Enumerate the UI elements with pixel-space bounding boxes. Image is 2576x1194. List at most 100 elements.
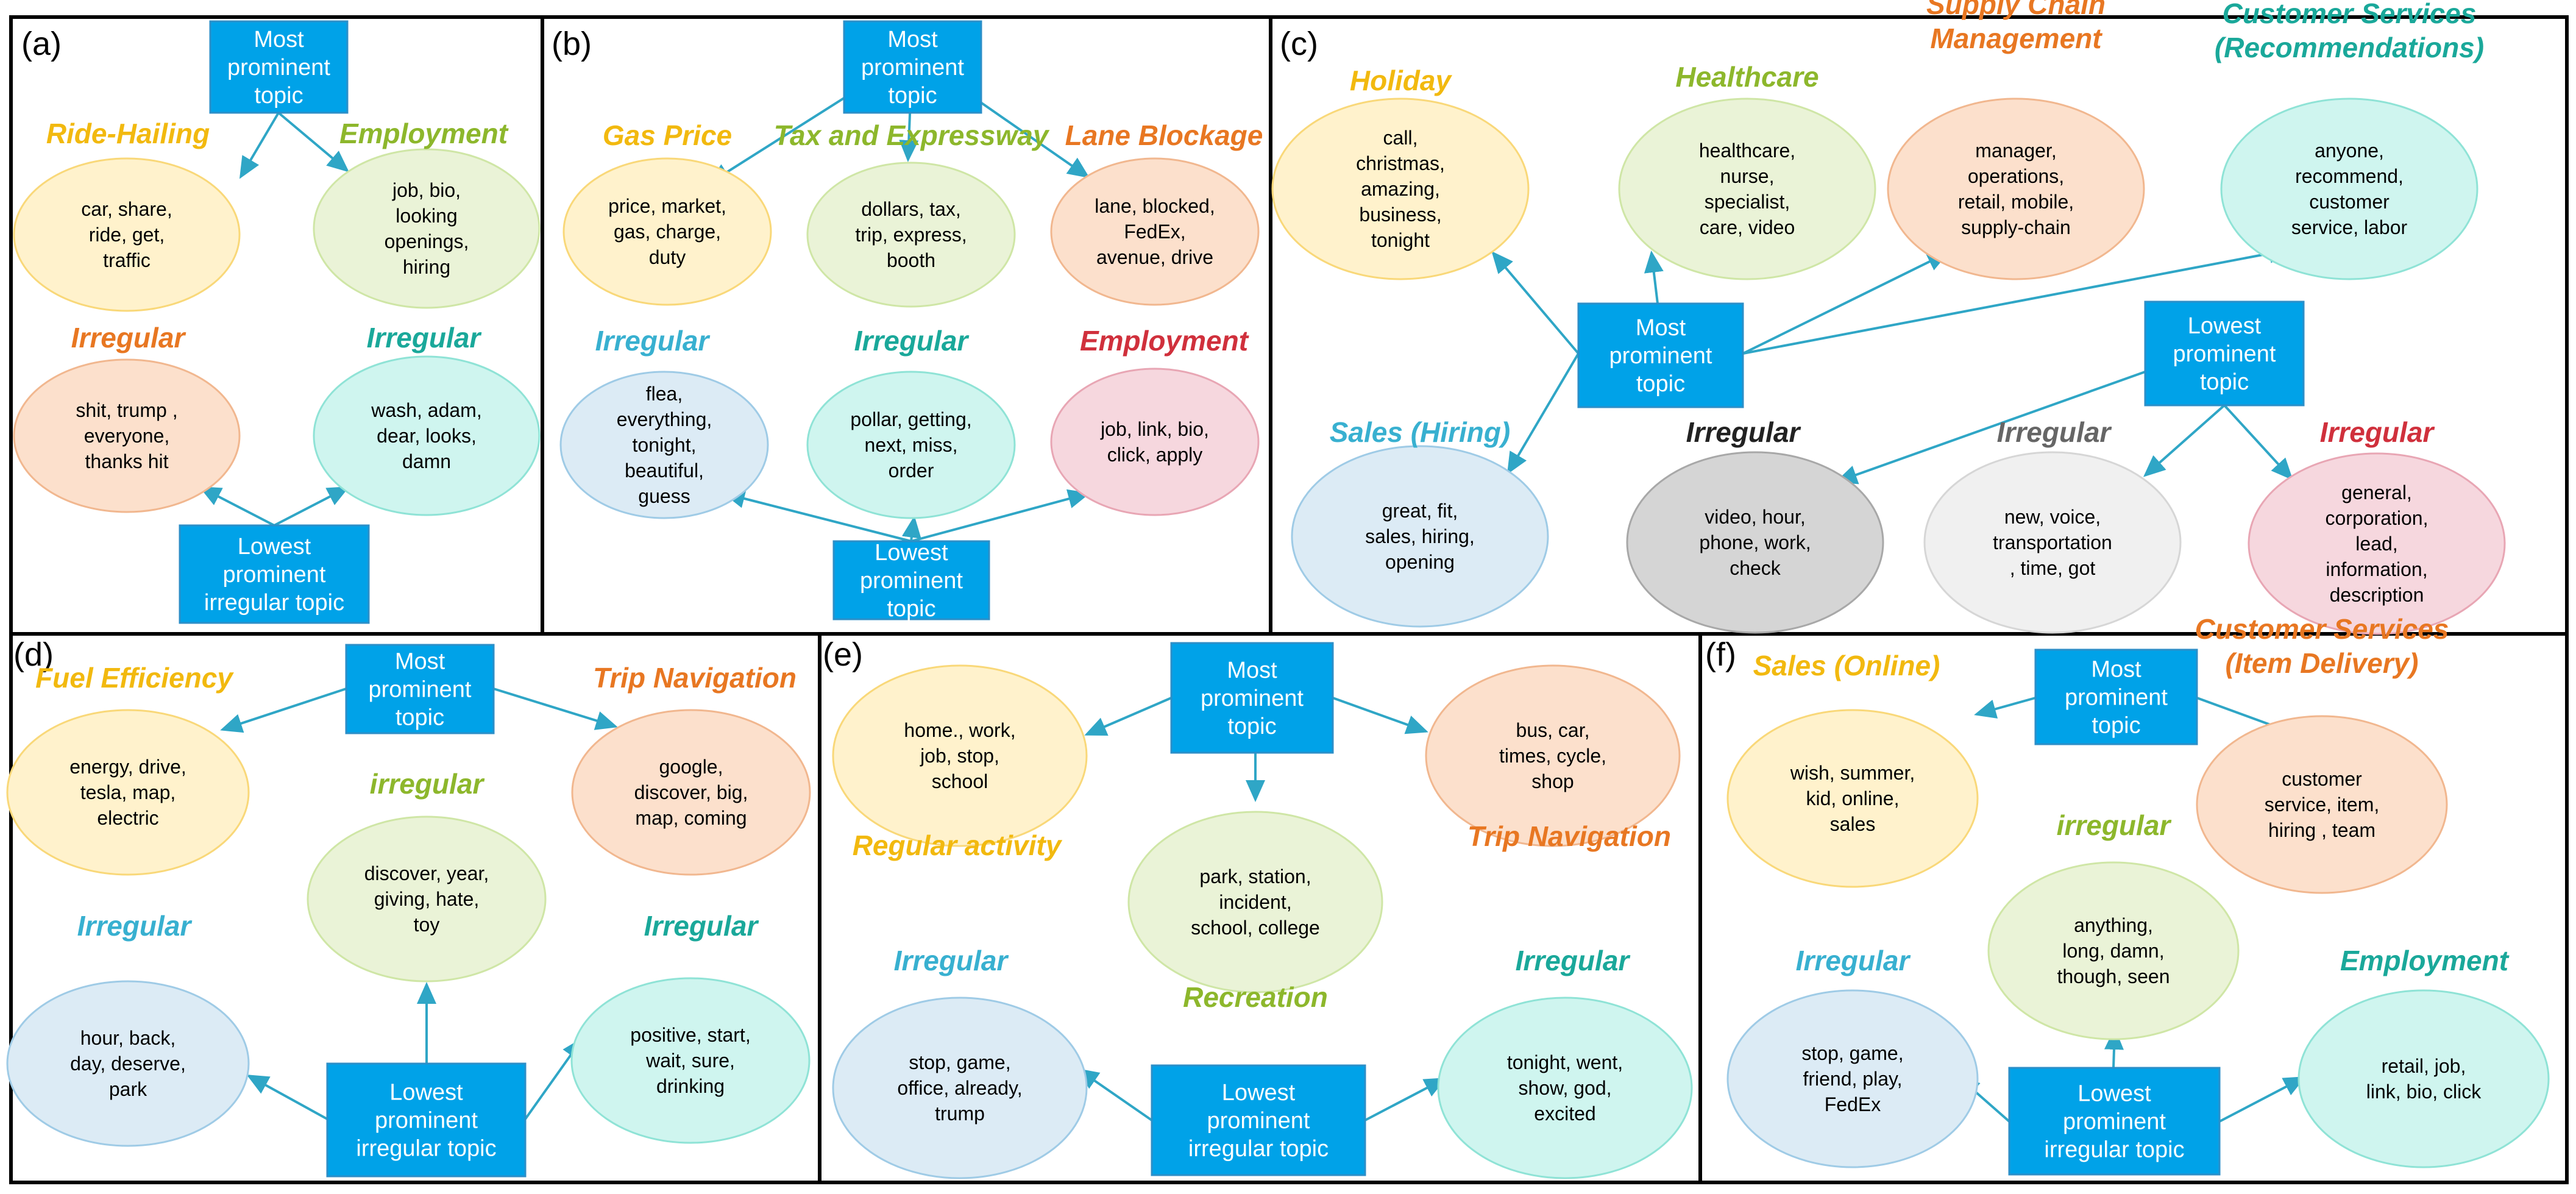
topic-ellipse <box>1291 445 1549 628</box>
panel-label: (f) <box>1705 636 1736 673</box>
panel-label: (a) <box>21 26 62 62</box>
topic-keywords: anything,long, damn,though, seen <box>2057 914 2170 987</box>
topic-ellipse <box>832 997 1088 1179</box>
topic-keywords: bus, car,times, cycle,shop <box>1499 719 1606 792</box>
topic-keywords: new, voice,transportation, time, got <box>1993 506 2112 579</box>
connector-arrow <box>1506 352 1580 475</box>
topic-keywords: park, station,incident,school, college <box>1191 865 1320 939</box>
topic-ellipse <box>13 157 241 312</box>
topic-title: Irregular <box>2320 416 2435 448</box>
topic-ellipse <box>832 664 1088 847</box>
topic-keywords: stop, game,office, already,trump <box>897 1051 1022 1125</box>
topic-keywords: pollar, getting,next, miss,order <box>850 408 971 482</box>
topic-title: Customer Services(Recommendations) <box>2215 0 2484 63</box>
topic-keywords: wish, summer,kid, online,sales <box>1790 762 1915 835</box>
topic-keywords: lane, blocked,FedEx,avenue, drive <box>1095 195 1215 268</box>
connector-arrow <box>1084 697 1172 736</box>
connector-arrow <box>2219 1076 2306 1123</box>
topic-keywords: general,corporation,lead,information,des… <box>2326 482 2429 606</box>
topic-title: Trip Navigation <box>593 662 797 694</box>
topic-node: Irregular wash, adam,dear, looks,damn <box>313 322 541 516</box>
topic-ellipse <box>6 709 250 876</box>
connector-arrow <box>220 688 347 733</box>
topic-title: Sales (Hiring) <box>1330 416 1511 448</box>
topic-keywords: energy, drive,tesla, map,electric <box>69 756 186 829</box>
connector-arrow <box>723 489 912 542</box>
topic-title: Regular activity <box>853 830 1063 861</box>
topic-ellipse <box>559 371 769 519</box>
topic-title: Ride-Hailing <box>46 118 210 149</box>
panel-label: (d) <box>13 636 54 673</box>
topic-title: Irregular <box>367 322 482 354</box>
topic-keywords: wash, adam,dear, looks,damn <box>371 399 481 472</box>
topic-keywords: positive, start,wait, sure,drinking <box>630 1024 750 1097</box>
topic-ellipse <box>1271 98 1530 280</box>
topic-title: Irregular <box>1686 416 1801 448</box>
topic-title: Fuel Efficiency <box>35 662 234 694</box>
connector-arrow <box>1076 1068 1153 1121</box>
panel-label: (e) <box>823 636 863 673</box>
topic-keywords: flea,everything,tonight,beautiful,guess <box>617 383 712 507</box>
topic-ellipse <box>6 980 250 1147</box>
connector-arrow <box>239 112 280 179</box>
topic-keywords: great, fit,sales, hiring,opening <box>1365 500 1475 573</box>
topic-ellipse <box>1726 989 1979 1168</box>
topic-title: Employment <box>2340 945 2510 976</box>
topic-keywords: shit, trump ,everyone,thanks hit <box>76 399 177 472</box>
topic-node: irregular discover, year,giving, hate,toy <box>307 768 547 983</box>
panel-label: (b) <box>552 26 592 62</box>
topic-ellipse <box>307 816 547 983</box>
topic-title: Irregular <box>894 945 1009 976</box>
topic-ellipse <box>313 148 541 309</box>
topic-title: Irregular <box>854 325 970 357</box>
connector-arrow <box>274 486 350 527</box>
topic-ellipse <box>13 358 241 513</box>
topic-ellipse <box>1618 98 1876 280</box>
connector-arrow <box>2143 404 2226 477</box>
topic-title: Employment <box>339 118 509 149</box>
connector-arrow <box>901 516 921 542</box>
connector-arrow <box>1742 244 2291 355</box>
connector-arrow <box>1644 251 1664 304</box>
topic-title: irregular <box>370 768 485 800</box>
topic-keywords: car, share,ride, get,traffic <box>81 198 172 271</box>
topic-node: Sales (Online)wish, summer,kid, online,s… <box>1726 650 1979 888</box>
topic-title: Irregular <box>77 910 193 942</box>
topic-ellipse <box>806 162 1016 308</box>
topic-keywords: discover, year,giving, hate,toy <box>364 862 489 936</box>
topic-node: Holidaycall,christmas,amazing,business,t… <box>1271 65 1530 280</box>
topic-keywords: hour, back,day, deserve,park <box>70 1027 186 1100</box>
topic-ellipse <box>1050 368 1260 516</box>
topic-keywords: dollars, tax,trip, express,booth <box>855 198 967 271</box>
topic-ellipse <box>1923 451 2182 634</box>
connector-arrow <box>277 112 350 172</box>
